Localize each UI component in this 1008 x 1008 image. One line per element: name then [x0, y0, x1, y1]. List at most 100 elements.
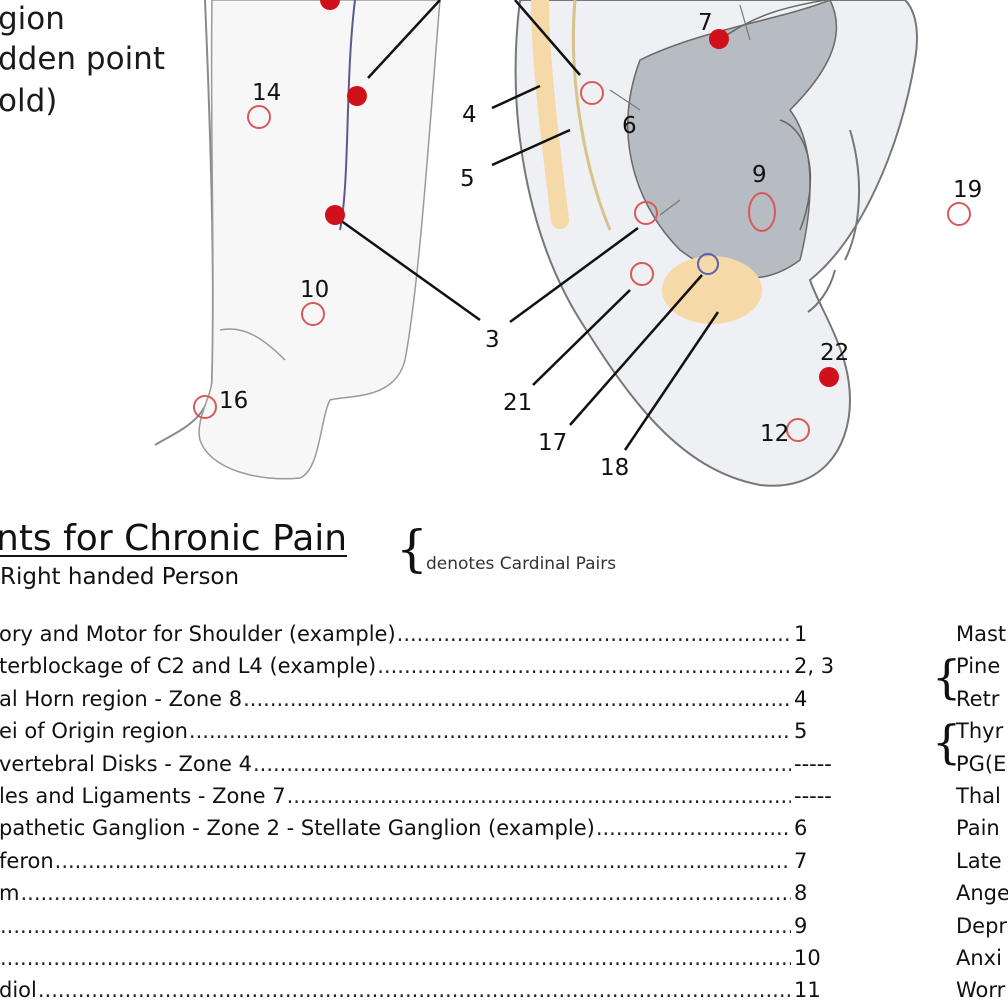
leader-dots: ........................................…: [54, 848, 791, 873]
neck-shape: [198, 0, 441, 480]
point-3-right: [634, 201, 658, 225]
legend-line-1: gion: [0, 1, 65, 37]
list-item: feron...................................…: [0, 849, 829, 875]
callout-22: 22: [820, 340, 849, 366]
ear-diagram: 14 4 6 7 5 9 19 10 3 22 16 21 17 12 18: [154, 0, 982, 487]
list-item-label: pathetic Ganglion - Zone 2 - Stellate Ga…: [0, 816, 595, 841]
callout-4: 4: [462, 102, 477, 128]
list-item-label: terblockage of C2 and L4 (example): [0, 654, 377, 679]
right-column-item: Thal: [956, 784, 1001, 808]
ear-rim-right: [844, 129, 861, 261]
point-16: [193, 395, 217, 419]
right-column-item: Thyr: [956, 719, 1004, 744]
list-item: vertebral Disks - Zone 4................…: [0, 751, 832, 778]
right-column-item: Mast: [956, 622, 1007, 646]
point-6: [580, 81, 604, 105]
ear-antihelix-line: [571, 0, 612, 231]
callout-16: 16: [219, 388, 248, 414]
point-14: [247, 105, 271, 129]
leader-dots: ........................................…: [188, 719, 791, 744]
ear-tick-2: [659, 199, 681, 216]
section-subtitle: Right handed Person: [0, 564, 240, 590]
ear-lobe-shade: [662, 256, 762, 324]
list-item-number: 2, 3: [794, 654, 835, 679]
list-item-number: 4: [794, 686, 808, 711]
neck-crease: [219, 328, 286, 361]
leader-dots: ........................................…: [377, 654, 791, 679]
list-item-label: al Horn region - Zone 8: [0, 686, 243, 711]
list-item-number: -----: [794, 751, 832, 776]
callout-3: 3: [485, 327, 500, 353]
point-filled-top: [320, 0, 340, 10]
cardinal-pair-brace-icon: {: [396, 520, 428, 578]
leader-dots: ........................................…: [37, 978, 791, 1003]
list-item-label: les and Ligaments - Zone 7: [0, 784, 286, 808]
callout-5: 5: [460, 166, 475, 192]
leader-dots: ........................................…: [286, 784, 791, 808]
list-item: ........................................…: [0, 946, 829, 972]
list-item-number: -----: [794, 784, 832, 808]
list-item-label: ory and Motor for Shoulder (example): [0, 622, 396, 646]
list-item: al Horn region - Zone 8.................…: [0, 687, 829, 713]
ear-rim-lower: [807, 269, 836, 313]
callout-7: 7: [698, 10, 713, 36]
pair-brace-2-icon: {: [932, 715, 962, 769]
list-item-number: 8: [794, 881, 808, 906]
list-item: les and Ligaments - Zone 7..............…: [0, 784, 832, 810]
point-10: [301, 302, 325, 326]
leader-dots: ........................................…: [20, 881, 791, 906]
callout-18: 18: [600, 455, 629, 481]
right-column-item: PG(E: [956, 751, 1007, 776]
point-9: [748, 192, 776, 232]
point-7: [709, 29, 729, 49]
right-column-item: Pine: [956, 654, 1001, 679]
callout-21: 21: [503, 390, 532, 416]
right-column-item: Retr: [956, 686, 1000, 711]
ear-tick-3: [739, 4, 751, 41]
list-item: ory and Motor for Shoulder (example)....…: [0, 622, 829, 648]
callout-9: 9: [752, 162, 767, 188]
right-column-item: Worr: [956, 978, 1006, 1003]
brace-note: denotes Cardinal Pairs: [426, 554, 617, 574]
list-item-number: 11: [794, 978, 821, 1003]
leader-dots: ........................................…: [0, 913, 791, 938]
list-item-label: ei of Origin region: [0, 719, 188, 744]
list-item-label: m: [0, 881, 20, 906]
list-item-number: 5: [794, 719, 808, 744]
list-item-label: diol: [0, 978, 37, 1003]
list-item-number: 6: [794, 816, 808, 841]
point-12: [786, 418, 810, 442]
callout-12: 12: [760, 421, 789, 447]
list-item: terblockage of C2 and L4 (example)......…: [0, 654, 834, 680]
point-22: [819, 367, 839, 387]
neck-inner-line: [339, 0, 356, 231]
leader-dots: ........................................…: [595, 816, 791, 841]
leader-dots: ........................................…: [252, 751, 791, 776]
point-21: [630, 262, 654, 286]
callout-6: 6: [622, 113, 637, 139]
pair-brace-1-icon: {: [932, 650, 962, 704]
ear-tragus-fold: [779, 119, 812, 231]
callout-14: 14: [252, 80, 281, 106]
list-item: diol....................................…: [0, 978, 829, 1004]
list-item-number: 1: [794, 622, 808, 646]
list-item-number: 7: [794, 848, 808, 873]
list-item: ei of Origin region.....................…: [0, 719, 829, 745]
right-column-item: Depr: [956, 913, 1008, 938]
leader-lines: [339, 0, 720, 451]
list-item-label: feron: [0, 848, 54, 873]
right-column-item: Pain: [956, 816, 1000, 841]
point-filled-upper: [347, 86, 367, 106]
right-column-item: Anxi: [956, 946, 1002, 970]
ear-tick-1: [609, 89, 641, 111]
callout-10: 10: [300, 277, 329, 303]
right-column-item: Late: [956, 848, 1002, 873]
point-filled-mid: [325, 205, 345, 225]
legend-line-2: dden point: [0, 41, 165, 77]
point-17: [697, 253, 719, 275]
callout-19: 19: [953, 177, 982, 203]
section-title: nts for Chronic Pain: [0, 518, 348, 559]
ear-inner-fold: [719, 0, 826, 41]
right-column-item: Ange: [956, 881, 1008, 906]
